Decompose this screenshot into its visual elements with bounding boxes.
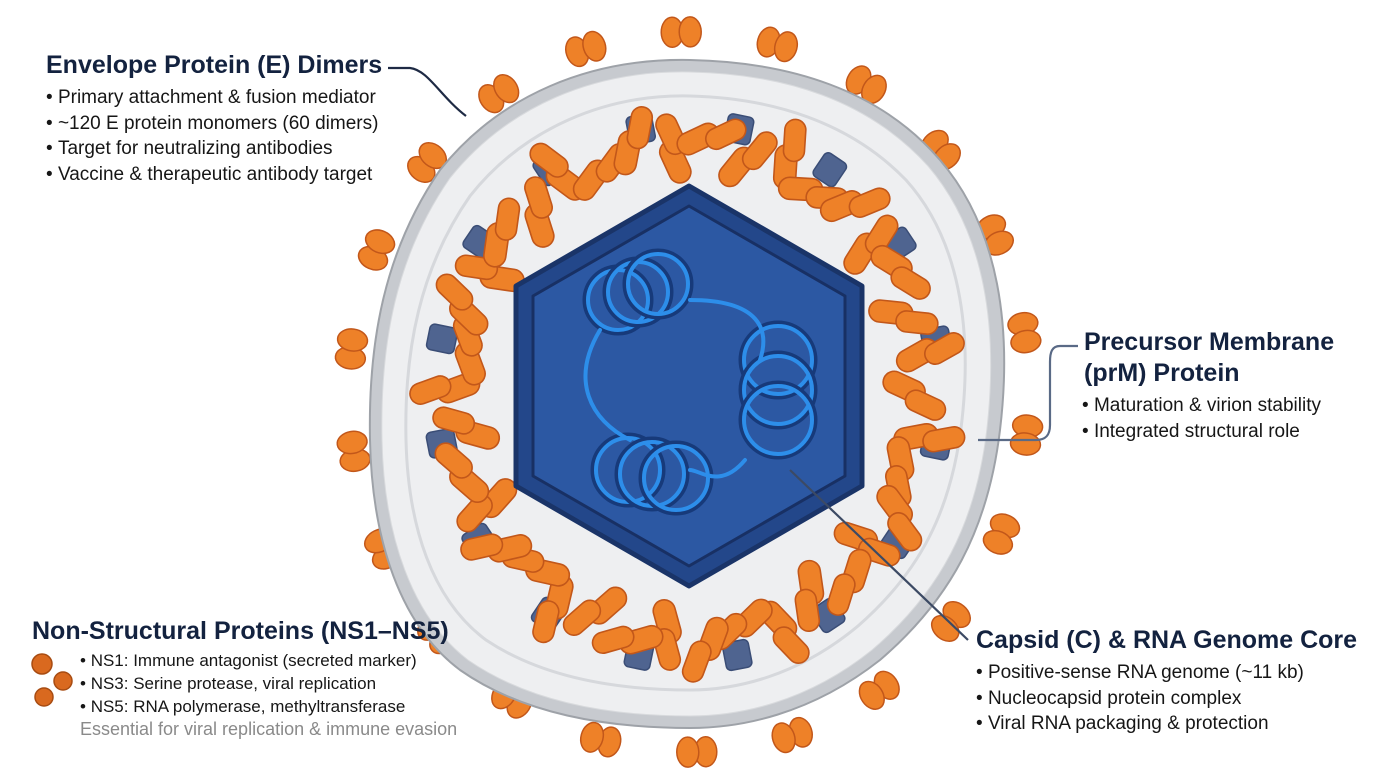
envelope-bullets: Primary attachment & fusion mediator ~12… bbox=[46, 85, 382, 187]
e-dimer bbox=[676, 118, 747, 156]
e-dimer bbox=[843, 214, 899, 275]
rna-loop bbox=[626, 252, 690, 316]
e-dimer bbox=[819, 187, 891, 223]
protein-knob bbox=[660, 16, 702, 49]
e-dimer bbox=[483, 197, 521, 268]
nonstructural-note: Essential for viral replication & immune… bbox=[80, 719, 458, 739]
prm-patch bbox=[425, 323, 459, 355]
outer-protein-knobs bbox=[334, 16, 1044, 768]
prm-title-line1: Precursor Membrane bbox=[1084, 328, 1335, 356]
prm-label: Precursor Membrane (prM) Protein Maturat… bbox=[1084, 327, 1334, 444]
envelope-bullet: Primary attachment & fusion mediator bbox=[46, 85, 382, 111]
protein-knob bbox=[756, 26, 799, 63]
envelope-title: Envelope Protein (E) Dimers bbox=[46, 51, 383, 79]
envelope-bullet: ~120 E protein monomers (60 dimers) bbox=[46, 111, 382, 137]
rna-loop bbox=[742, 354, 814, 426]
e-dimer bbox=[794, 559, 825, 633]
rna-strand bbox=[583, 298, 766, 479]
nonstructural-bullet: NS3: Serine protease, viral replication bbox=[80, 672, 457, 695]
protein-knob bbox=[334, 328, 369, 370]
rna-loop bbox=[642, 444, 710, 512]
e-dimer bbox=[613, 106, 654, 176]
e-dimer bbox=[681, 616, 729, 683]
capsid-label: Capsid (C) & RNA Genome Core Positive-se… bbox=[976, 625, 1357, 737]
leader-lines bbox=[388, 66, 1078, 641]
e-dimer bbox=[895, 332, 965, 373]
nonstructural-bullet: NS5: RNA polymerase, methyltransferase bbox=[80, 695, 457, 718]
prm-bullet: Maturation & virion stability bbox=[1082, 393, 1334, 419]
e-dimer bbox=[870, 244, 931, 300]
capsid-core bbox=[531, 204, 847, 568]
rna-genome-coils bbox=[582, 248, 818, 516]
envelope-bullet: Target for neutralizing antibodies bbox=[46, 136, 382, 162]
prm-patch bbox=[812, 152, 848, 188]
e-dimer bbox=[460, 533, 533, 563]
e-dimer bbox=[868, 299, 939, 335]
prm-bullets: Maturation & virion stability Integrated… bbox=[1082, 393, 1334, 444]
envelope-bullet: Vaccine & therapeutic antibody target bbox=[46, 162, 382, 188]
envelope-label: Envelope Protein (E) Dimers Primary atta… bbox=[46, 50, 382, 187]
protein-knob bbox=[565, 30, 607, 68]
membrane-leaflet-line bbox=[404, 94, 967, 692]
protein-knob bbox=[357, 229, 396, 271]
protein-knob bbox=[1009, 414, 1044, 456]
e-dimer bbox=[456, 478, 518, 533]
capsid-title: Capsid (C) & RNA Genome Core bbox=[976, 626, 1358, 654]
prm-leader-line bbox=[978, 344, 1078, 442]
nonstructural-bullets: NS1: Immune antagonist (secreted marker)… bbox=[80, 649, 457, 718]
protein-knob bbox=[982, 513, 1021, 555]
protein-knob bbox=[407, 142, 448, 183]
capsid-bullet: Positive-sense RNA genome (~11 kb) bbox=[976, 660, 1357, 686]
rna-loop bbox=[742, 324, 814, 396]
protein-knob bbox=[676, 735, 718, 768]
e-dimer bbox=[434, 442, 490, 504]
capsid-bullet: Nucleocapsid protein complex bbox=[976, 686, 1357, 712]
protein-knob bbox=[579, 721, 622, 758]
protein-knob bbox=[771, 716, 813, 754]
protein-knob bbox=[1007, 311, 1042, 354]
e-dimer bbox=[882, 370, 947, 421]
nonstructural-bullet: NS1: Immune antagonist (secreted marker) bbox=[80, 649, 457, 672]
e-dimer bbox=[435, 273, 489, 336]
envelope-leader-line bbox=[388, 66, 467, 117]
prm-bullet: Integrated structural role bbox=[1082, 419, 1334, 445]
capsid-bullets: Positive-sense RNA genome (~11 kb) Nucle… bbox=[976, 660, 1357, 737]
e-dimer bbox=[562, 586, 628, 636]
protein-knob bbox=[858, 670, 900, 710]
e-dimer bbox=[432, 406, 501, 450]
rna-loop bbox=[742, 384, 814, 456]
protein-knob bbox=[336, 430, 371, 473]
e-dimer bbox=[532, 574, 574, 644]
protein-knob bbox=[478, 74, 520, 114]
prm-title-line2: (prM) Protein bbox=[1084, 359, 1240, 387]
e-dimer bbox=[876, 484, 923, 552]
e-dimer bbox=[772, 118, 807, 190]
e-dimer bbox=[718, 131, 778, 188]
protein-knob bbox=[930, 601, 971, 642]
capsid-leader-line bbox=[789, 469, 969, 641]
nonstructural-title: Non-Structural Proteins (NS1–NS5) bbox=[32, 617, 449, 645]
envelope-protein-dimers bbox=[409, 106, 966, 683]
e-dimer bbox=[591, 624, 664, 655]
e-dimer bbox=[826, 548, 872, 616]
capsid-bullet: Viral RNA packaging & protection bbox=[976, 711, 1357, 737]
nonstructural-label: Non-Structural Proteins (NS1–NS5) NS1: I… bbox=[32, 616, 457, 740]
e-dimer bbox=[524, 176, 555, 248]
ns-protein-dots-icon bbox=[31, 653, 73, 707]
protein-knob bbox=[975, 214, 1015, 256]
